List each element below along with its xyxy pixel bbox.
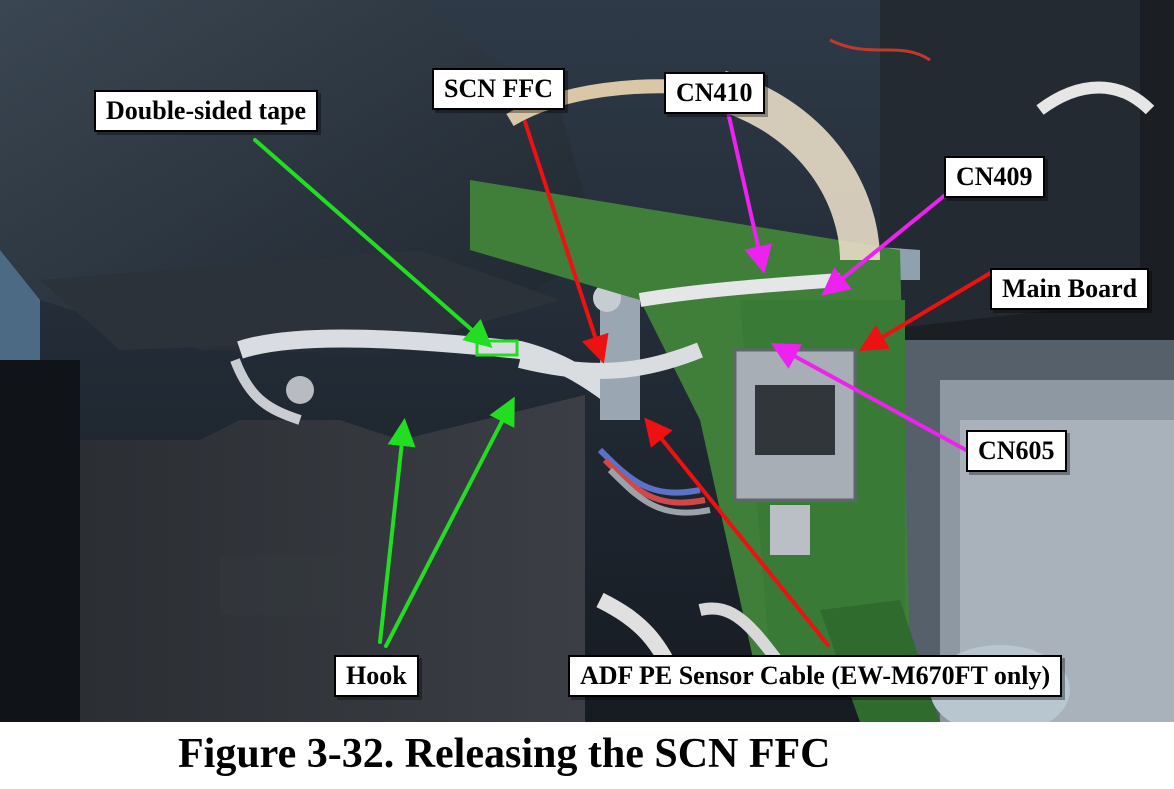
cn605-arrow — [770, 343, 968, 452]
adf-pe-arrow — [644, 417, 830, 647]
callout-main-board: Main Board — [990, 268, 1150, 310]
tape-arrow — [253, 138, 493, 348]
hook-arrow-right — [384, 396, 515, 648]
callout-hook: Hook — [334, 655, 419, 697]
cn410-arrow — [726, 110, 772, 274]
main-board-arrow — [858, 270, 994, 352]
callout-adf-pe-sensor-cable: ADF PE Sensor Cable (EW-M670FT only) — [568, 655, 1063, 697]
callout-cn605: CN605 — [966, 430, 1067, 472]
hook-arrow-left — [378, 418, 416, 644]
callout-cn410: CN410 — [664, 72, 765, 114]
callout-cn409: CN409 — [944, 156, 1045, 198]
scn-ffc-arrow — [523, 120, 609, 364]
callout-arrows — [253, 110, 994, 648]
callout-double-sided-tape: Double-sided tape — [94, 90, 319, 132]
cn409-arrow — [821, 194, 946, 296]
callout-scn-ffc: SCN FFC — [432, 68, 566, 110]
figure-caption: Figure 3-32. Releasing the SCN FFC — [178, 731, 831, 777]
